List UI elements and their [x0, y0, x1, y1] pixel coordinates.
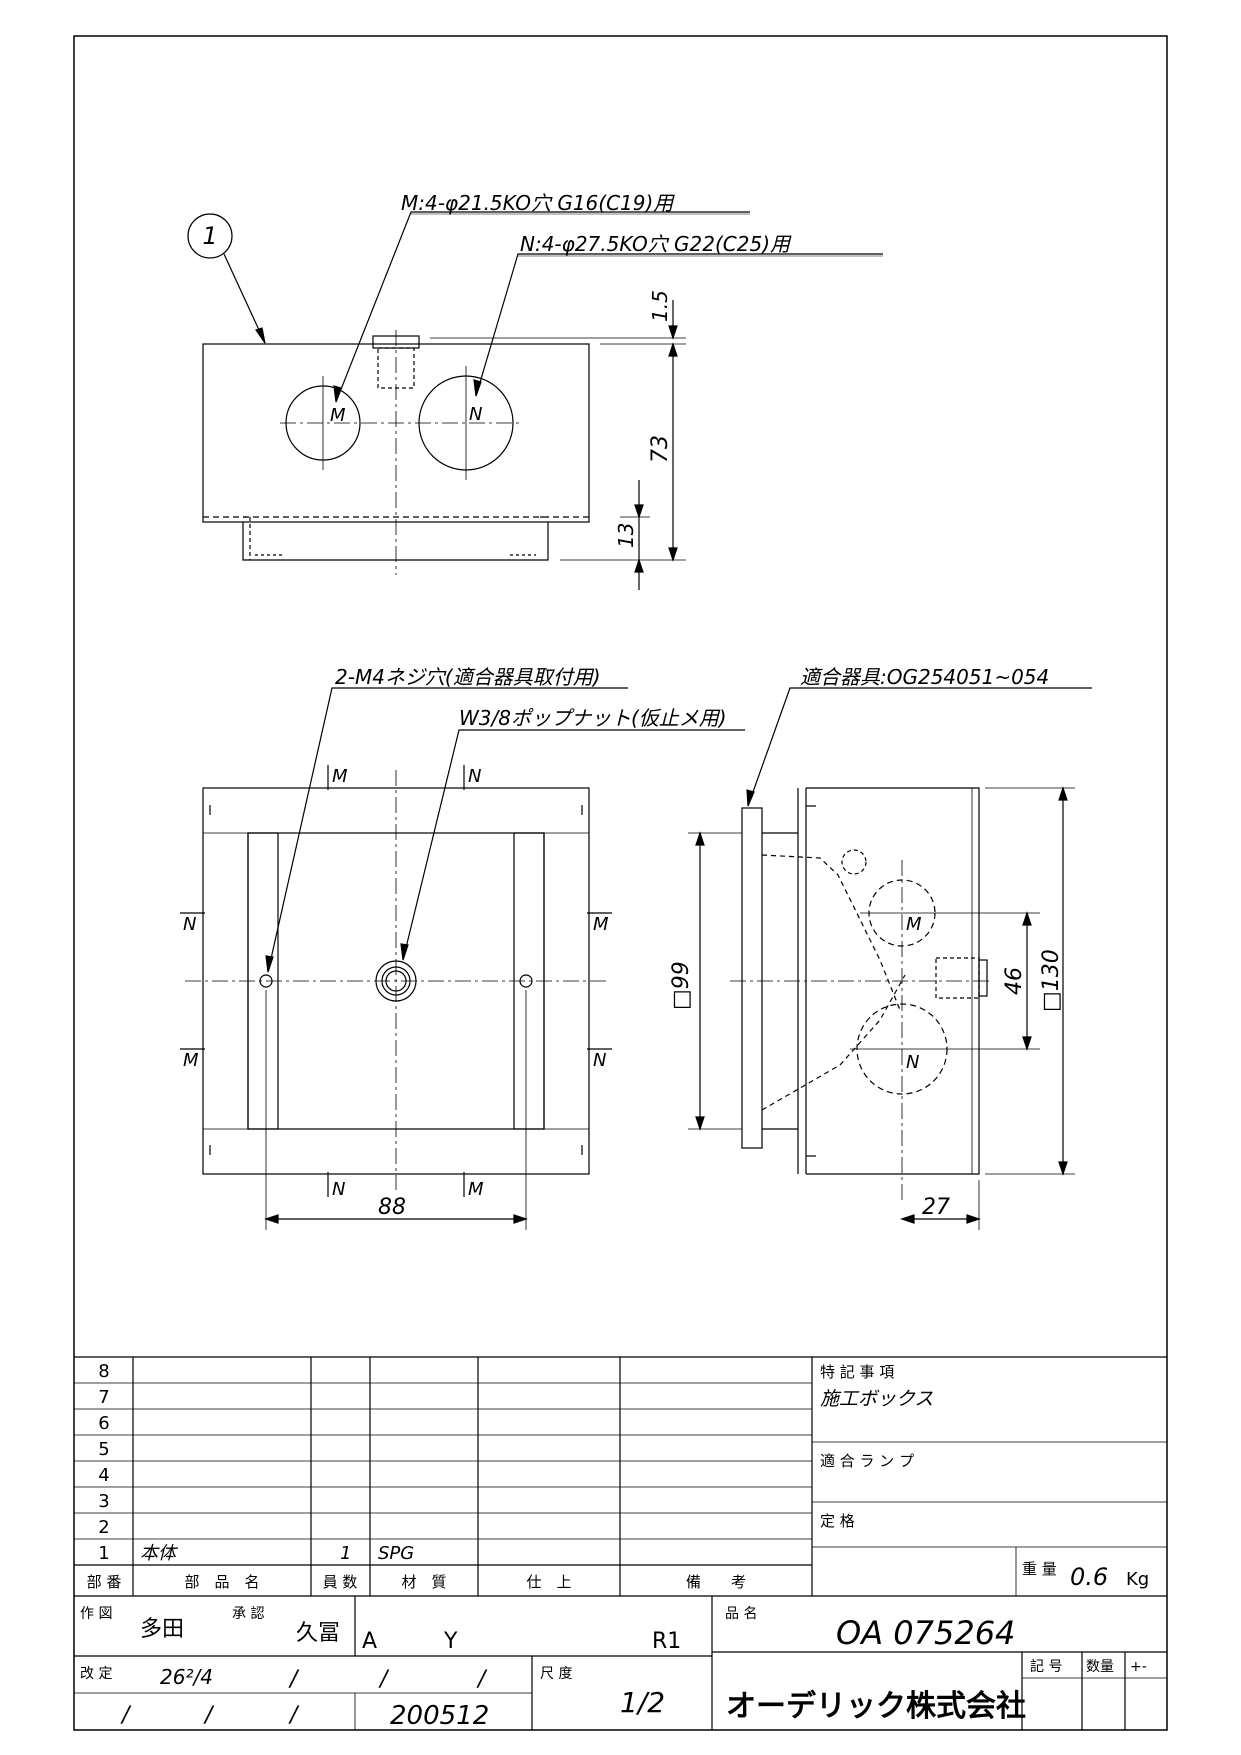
scale-value: 1/2: [620, 1686, 665, 1719]
dim-99: □99: [669, 961, 694, 1010]
slash: /: [288, 1703, 300, 1728]
dim-27: 27: [922, 1195, 950, 1220]
mark-m-right: M: [593, 914, 609, 935]
dim-88: 88: [378, 1195, 406, 1220]
front-box-outline: [202, 787, 590, 1175]
slash: /: [120, 1703, 132, 1728]
side-hole-n: N: [906, 1052, 919, 1073]
top-view: [187, 211, 883, 590]
code-r: R1: [652, 1629, 681, 1654]
hdr-material: 材 質: [401, 1573, 446, 1591]
product-label: 品 名: [725, 1606, 757, 1622]
row1-material: SPG: [378, 1543, 414, 1564]
revision-label: 改 定: [80, 1666, 112, 1682]
revision-date: 26²/4: [160, 1665, 213, 1689]
row-num: 2: [98, 1517, 109, 1538]
hdr-qty: 員 数: [323, 1573, 358, 1591]
fixture-plate: [741, 807, 763, 1149]
title-block: [74, 1356, 1167, 1730]
row-num: 8: [98, 1361, 109, 1382]
row-num: 3: [98, 1491, 109, 1512]
weight-label: 重 量: [1022, 1560, 1057, 1578]
part-balloon: [187, 213, 233, 259]
hdr-part-no: 部 番: [87, 1573, 122, 1591]
sheet-border: [73, 35, 1168, 1731]
slash: /: [476, 1667, 488, 1692]
code-y: Y: [443, 1629, 458, 1654]
dim-130: □130: [1039, 949, 1064, 1012]
hdr-part-name: 部 品 名: [184, 1573, 259, 1591]
hole-m-label: M: [330, 405, 346, 426]
approved-by: 久冨: [296, 1621, 340, 1646]
scale-label: 尺 度: [540, 1666, 572, 1682]
slash: /: [378, 1667, 390, 1692]
mark-n-right: N: [593, 1050, 606, 1071]
product-no: OA 075264: [836, 1614, 1015, 1652]
front-view: [180, 687, 745, 1230]
row-num: 4: [98, 1465, 109, 1486]
side-view: [688, 687, 1092, 1230]
dim-13: 13: [614, 523, 638, 548]
slash: /: [288, 1667, 300, 1692]
callout-fixture-text: 適合器具:OG254051~054: [800, 665, 1049, 689]
drawn-by: 多田: [140, 1617, 184, 1642]
row-num: 7: [98, 1387, 109, 1408]
row-num: 5: [98, 1439, 109, 1460]
code-a: A: [362, 1629, 377, 1654]
drawn-label: 作 図: [80, 1606, 112, 1622]
hdr-remarks: 備 考: [686, 1573, 746, 1591]
mark-m-left: M: [183, 1050, 199, 1071]
hdr-finish: 仕 上: [526, 1573, 571, 1591]
hole-n-label: N: [469, 404, 482, 425]
mark-label: 記 号: [1030, 1658, 1062, 1675]
notes-value: 施工ボックス: [820, 1388, 933, 1410]
mark-n-top: N: [468, 766, 481, 787]
slash: /: [203, 1703, 215, 1728]
dim-1-5: 1.5: [648, 290, 672, 322]
lamp-label: 適 合 ラ ン プ: [820, 1452, 914, 1470]
doc-no: 200512: [390, 1701, 489, 1731]
weight-value: 0.6: [1070, 1563, 1108, 1591]
row1-part-name: 本体: [140, 1543, 179, 1564]
callout-n-text: N:4-φ27.5KO穴 G22(C25)用: [520, 232, 792, 256]
sign-label: +-: [1130, 1659, 1147, 1675]
row-num: 6: [98, 1413, 109, 1434]
mark-n-bottom: N: [332, 1179, 345, 1200]
company-name: オーデリック株式会社: [726, 1689, 1026, 1724]
weight-unit: Kg: [1126, 1569, 1149, 1590]
callout-m4-text: 2-M4ネジ穴(適合器具取付用): [335, 665, 601, 689]
part-balloon-number: 1: [202, 222, 217, 250]
approved-label: 承 認: [232, 1606, 264, 1622]
rating-label: 定 格: [820, 1512, 855, 1530]
dim-73: 73: [648, 435, 673, 463]
notes-label: 特 記 事 項: [820, 1363, 894, 1381]
count-label: 数量: [1086, 1659, 1114, 1675]
mark-m-bottom: M: [468, 1179, 484, 1200]
mark-m-top: M: [332, 766, 348, 787]
row-numbers: 8 7 6 5 4 3 2 1: [98, 1361, 109, 1564]
dim-46: 46: [1002, 967, 1027, 995]
callout-m-text: M:4-φ21.5KO穴 G16(C19)用: [401, 191, 675, 215]
callout-w38-text: W3/8ポップナット(仮止メ用): [459, 706, 727, 730]
side-hole-m: M: [906, 914, 922, 935]
row-num: 1: [98, 1543, 109, 1564]
mark-n-left: N: [183, 914, 196, 935]
row1-qty: 1: [340, 1543, 351, 1564]
parts-header: 部 番 部 品 名 員 数 材 質 仕 上 備 考: [87, 1573, 746, 1591]
